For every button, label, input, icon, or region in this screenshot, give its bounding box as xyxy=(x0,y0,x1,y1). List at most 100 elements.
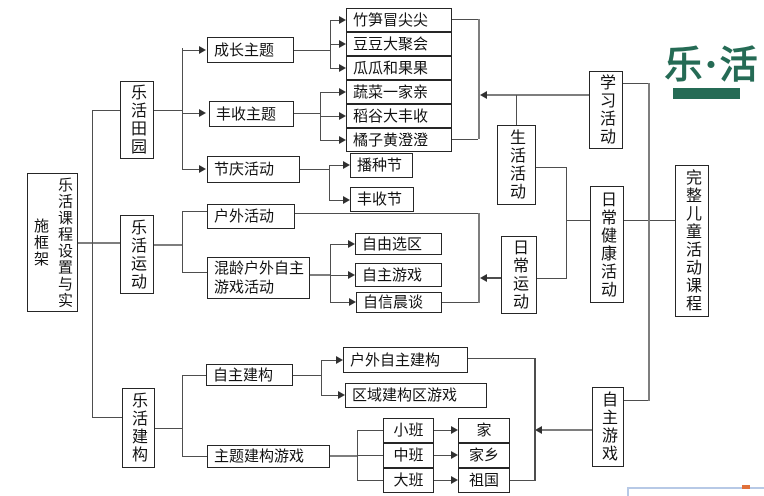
arrow-head xyxy=(336,356,343,364)
connector-line xyxy=(182,456,207,457)
connector-line xyxy=(330,275,348,276)
arrow-head xyxy=(199,165,206,173)
brand-underline-bar xyxy=(673,88,740,99)
connector-line xyxy=(92,110,120,111)
connector-line xyxy=(329,165,330,200)
connector-line xyxy=(330,68,339,69)
node-field-leaf-1: 竹笋冒尖尖 xyxy=(346,8,452,32)
connector-line xyxy=(294,113,320,114)
connector-line xyxy=(357,430,383,431)
connector-line xyxy=(330,44,339,45)
connector-line xyxy=(357,455,383,456)
connector-line xyxy=(92,417,122,418)
node-sowing-festival: 播种节 xyxy=(350,153,413,178)
node-root: 乐活课程设置与实施框架 xyxy=(27,173,78,312)
connector-line xyxy=(478,213,480,303)
node-complete-child-curriculum: 完整儿童活动课程 xyxy=(675,165,709,317)
connector-line xyxy=(434,430,451,431)
connector-line xyxy=(294,50,330,51)
connector-line xyxy=(648,83,650,401)
connector-line xyxy=(330,455,357,457)
connector-line xyxy=(320,116,339,117)
node-free-area-choice: 自由选区 xyxy=(355,233,442,255)
arrow-head xyxy=(451,476,458,484)
node-lohas-sports: 乐活运动 xyxy=(120,215,154,294)
node-lohas-field: 乐活田园 xyxy=(120,81,154,159)
connector-line xyxy=(182,375,183,457)
node-senior-class: 大班 xyxy=(383,468,434,493)
connector-line xyxy=(566,167,567,279)
node-lohas-construction: 乐活建构 xyxy=(122,388,155,468)
connector-line xyxy=(566,220,590,221)
connector-line xyxy=(537,278,566,279)
node-growth-theme: 成长主题 xyxy=(207,37,294,63)
node-mixed-age-outdoor: 混龄户外自主游戏活动 xyxy=(207,257,310,299)
arrow-head xyxy=(348,240,355,248)
node-field-leaf-3: 瓜瓜和果果 xyxy=(346,56,452,80)
arrow-head xyxy=(535,426,542,434)
connector-line xyxy=(182,48,183,170)
connector-line xyxy=(452,19,478,20)
connector-line xyxy=(487,94,589,96)
window-fragment xyxy=(627,487,764,496)
connector-line xyxy=(330,244,331,303)
connector-line xyxy=(182,375,206,376)
connector-line xyxy=(357,480,383,481)
arrow-head xyxy=(480,91,487,99)
connector-line xyxy=(542,429,592,431)
connector-line xyxy=(182,113,199,114)
connector-line xyxy=(182,211,183,273)
node-festival-activity: 节庆活动 xyxy=(207,156,300,183)
connector-line xyxy=(434,455,451,456)
connector-line xyxy=(468,358,534,359)
connector-line xyxy=(510,480,534,481)
arrow-head xyxy=(339,88,346,96)
connector-line xyxy=(154,110,182,111)
node-autonomous-game: 自主游戏 xyxy=(355,263,442,287)
connector-line xyxy=(487,277,501,279)
arrow-head xyxy=(339,136,346,144)
connector-line xyxy=(320,140,339,141)
connector-line xyxy=(321,360,336,361)
connector-line xyxy=(330,244,348,245)
connector-line xyxy=(300,169,329,170)
arrow-head xyxy=(480,274,487,282)
node-area-construction-game: 区域建构区游戏 xyxy=(345,383,487,408)
node-confident-morning-talk: 自信晨谈 xyxy=(356,292,442,313)
node-field-leaf-6: 橘子黄澄澄 xyxy=(346,128,452,152)
connector-line xyxy=(330,20,339,21)
arrow-head xyxy=(339,40,346,48)
connector-line xyxy=(624,400,648,401)
connector-line xyxy=(321,395,338,396)
connector-line xyxy=(154,244,182,246)
arrow-head xyxy=(348,271,355,279)
arrow-head xyxy=(343,196,350,204)
connector-line xyxy=(452,139,478,140)
connector-line xyxy=(329,165,343,166)
connector-line xyxy=(321,360,322,396)
connector-line xyxy=(534,358,536,481)
node-project-hometown: 家乡 xyxy=(458,443,510,468)
connector-line xyxy=(516,95,517,125)
node-autonomous-construction: 自主建构 xyxy=(206,364,293,386)
node-field-leaf-4: 蔬菜一家亲 xyxy=(346,80,452,104)
connector-line xyxy=(182,50,199,51)
node-outdoor-activity: 户外活动 xyxy=(207,204,295,229)
connector-line xyxy=(320,92,339,93)
arrow-head xyxy=(343,161,350,169)
connector-line xyxy=(330,302,349,303)
arrow-head xyxy=(339,16,346,24)
node-daily-sports: 日常运动 xyxy=(501,236,537,314)
node-project-motherland: 祖国 xyxy=(458,468,510,493)
arrow-head xyxy=(339,112,346,120)
arrow-head xyxy=(199,109,206,117)
node-autonomous-play: 自主游戏 xyxy=(592,387,624,467)
node-middle-class: 中班 xyxy=(383,443,434,468)
connector-line xyxy=(434,480,451,481)
connector-line xyxy=(329,200,343,201)
connector-line xyxy=(293,375,321,376)
arrow-head xyxy=(339,64,346,72)
connector-line xyxy=(442,302,478,303)
arrow-head xyxy=(338,391,345,399)
